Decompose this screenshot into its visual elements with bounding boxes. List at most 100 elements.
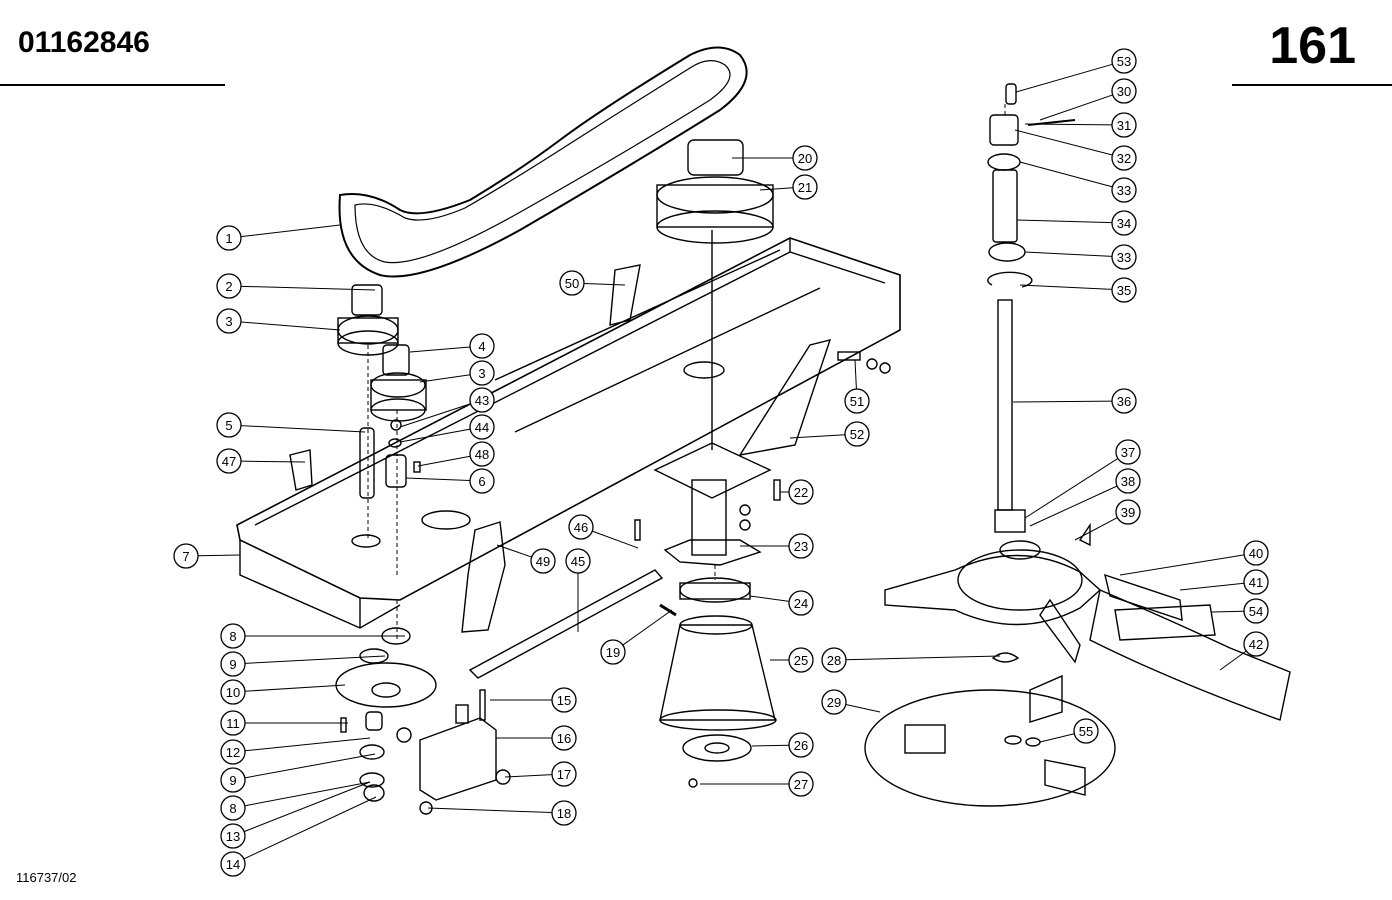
callout-48: 48: [469, 441, 495, 467]
callout-circle: [1111, 78, 1137, 104]
callout-39: 39: [1115, 499, 1141, 525]
callout-leader: [1016, 219, 1113, 224]
central-drive-column: [653, 139, 891, 788]
callout-circle: [792, 145, 818, 171]
callout-44: 44: [469, 414, 495, 440]
callout-5: 5: [216, 412, 242, 438]
callout-label: 13: [226, 829, 240, 844]
callout-6: 6: [469, 468, 495, 494]
callout-label: 17: [557, 767, 571, 782]
callout-22: 22: [788, 479, 814, 505]
callout-circle: [216, 225, 242, 251]
callout-43: 43: [469, 387, 495, 413]
callout-8: 8: [220, 795, 246, 821]
callout-circle: [1111, 388, 1137, 414]
callout-label: 32: [1117, 151, 1131, 166]
callout-circle: [788, 771, 814, 797]
callout-label: 50: [565, 276, 579, 291]
callout-circle: [216, 448, 242, 474]
callout-leader: [399, 428, 471, 443]
callout-label: 47: [222, 454, 236, 469]
callout-label: 37: [1121, 445, 1135, 460]
callout-leader: [244, 737, 371, 752]
callout-15: 15: [551, 687, 577, 713]
callout-leader: [244, 781, 371, 807]
callout-leader-lines: [197, 63, 1247, 860]
callout-leader: [622, 609, 673, 646]
callout-leader: [583, 282, 626, 286]
callout-circle: [1111, 277, 1137, 303]
callout-label: 6: [478, 474, 485, 489]
callout-16: 16: [551, 725, 577, 751]
callout-circle: [530, 548, 556, 574]
callout-33: 33: [1111, 244, 1137, 270]
callout-circle: [220, 651, 246, 677]
callout-29: 29: [821, 689, 847, 715]
callout-leader: [1029, 485, 1118, 527]
callout-label: 51: [850, 394, 864, 409]
callout-label: 29: [827, 695, 841, 710]
callout-55: 55: [1073, 718, 1099, 744]
callout-3: 3: [216, 308, 242, 334]
callout-label: 26: [794, 738, 808, 753]
callout-label: 22: [794, 485, 808, 500]
callout-leader: [244, 655, 386, 664]
callout-circle: [469, 387, 495, 413]
callout-leader: [409, 346, 471, 353]
callout-label: 27: [794, 777, 808, 792]
callout-label: 49: [536, 554, 550, 569]
callout-circle: [1111, 244, 1137, 270]
callout-label: 23: [794, 539, 808, 554]
pulley-assembly-left: [337, 284, 427, 499]
callout-33: 33: [1111, 177, 1137, 203]
callout-circle: [469, 360, 495, 386]
callout-leader: [417, 455, 471, 467]
callout-1: 1: [216, 225, 242, 251]
callout-25: 25: [788, 647, 814, 673]
callout-9: 9: [220, 767, 246, 793]
callout-leader: [405, 477, 471, 482]
callout-label: 8: [229, 801, 236, 816]
drive-belt: [338, 46, 748, 278]
callout-leader: [1219, 650, 1247, 671]
callout-label: 34: [1117, 216, 1131, 231]
callout-circle: [600, 639, 626, 665]
callout-label: 2: [225, 279, 232, 294]
callout-leader: [854, 359, 857, 390]
callout-circle: [469, 414, 495, 440]
callout-label: 5: [225, 418, 232, 433]
callout-45: 45: [565, 548, 591, 574]
callout-circle: [1243, 631, 1269, 657]
callout-52: 52: [844, 421, 870, 447]
callout-37: 37: [1115, 439, 1141, 465]
callout-35: 35: [1111, 277, 1137, 303]
callout-circle: [220, 851, 246, 877]
callout-13: 13: [220, 823, 246, 849]
callout-label: 7: [182, 549, 189, 564]
callout-leader: [1012, 400, 1113, 403]
callout-42: 42: [1243, 631, 1269, 657]
bracket-49: [461, 521, 506, 633]
callout-circle: [469, 441, 495, 467]
callout-circle: [469, 468, 495, 494]
callout-circle: [220, 679, 246, 705]
callout-circle: [216, 412, 242, 438]
callout-label: 11: [226, 716, 240, 731]
callout-circle: [1111, 145, 1137, 171]
callout-50: 50: [559, 270, 585, 296]
callout-label: 16: [557, 731, 571, 746]
callout-leader: [243, 781, 371, 833]
document-number: 01162846: [18, 26, 150, 59]
callout-53: 53: [1111, 48, 1137, 74]
callout-26: 26: [788, 732, 814, 758]
knife-54: [1114, 604, 1216, 641]
callout-label: 1: [225, 231, 232, 246]
bracket-52: [738, 339, 832, 456]
callout-36: 36: [1111, 388, 1137, 414]
callout-leader: [749, 595, 790, 602]
drawing-reference-code: 116737/02: [16, 870, 77, 885]
callout-leader: [240, 460, 306, 463]
callout-leader: [1211, 610, 1245, 613]
callout-circle: [220, 739, 246, 765]
